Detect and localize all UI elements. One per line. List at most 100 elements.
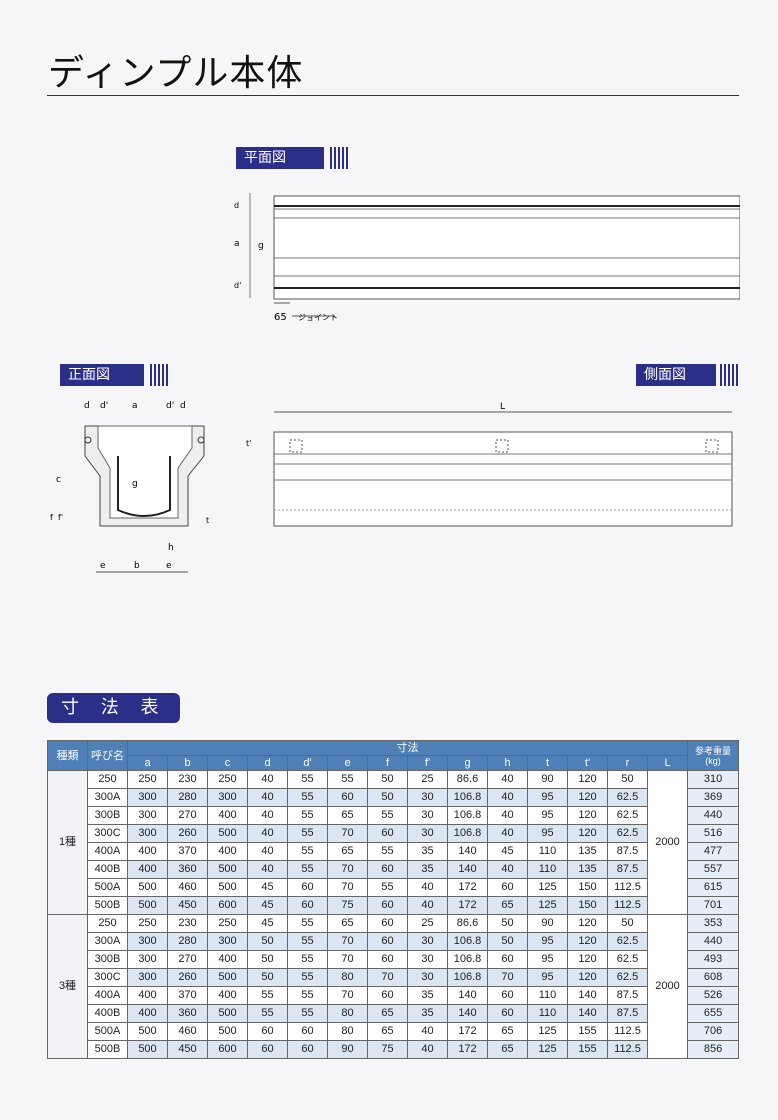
value-cell: 65 (487, 1022, 528, 1041)
value-cell: 80 (327, 968, 368, 987)
value-cell: 300 (127, 932, 168, 951)
value-cell: 55 (247, 986, 288, 1005)
value-cell: 140 (447, 842, 488, 861)
value-cell: 500 (127, 1040, 168, 1059)
value-cell: 55 (287, 806, 328, 825)
value-cell: 80 (327, 1004, 368, 1023)
value-cell: 87.5 (607, 860, 648, 879)
value-cell: 360 (167, 1004, 208, 1023)
value-cell: 120 (567, 824, 608, 843)
weight-cell: 608 (687, 968, 740, 987)
value-cell: 110 (527, 1004, 568, 1023)
value-cell: 106.8 (447, 968, 488, 987)
name-cell: 300B (87, 950, 128, 969)
weight-cell: 615 (687, 878, 740, 897)
name-cell: 300C (87, 824, 128, 843)
value-cell: 140 (447, 860, 488, 879)
value-cell: 300 (127, 788, 168, 807)
value-cell: 86.6 (447, 770, 488, 789)
weight-cell: 516 (687, 824, 740, 843)
dim-header-11: t' (567, 755, 608, 771)
front-c-label: c (56, 475, 61, 485)
value-cell: 106.8 (447, 806, 488, 825)
stripes-decoration (330, 147, 348, 169)
value-cell: 250 (207, 914, 248, 933)
value-cell: 120 (567, 788, 608, 807)
value-cell: 95 (527, 932, 568, 951)
value-cell: 55 (327, 770, 368, 789)
value-cell: 55 (367, 842, 408, 861)
value-cell: 75 (327, 896, 368, 915)
front-view-label: 正面図 (60, 364, 144, 386)
weight-cell: 493 (687, 950, 740, 969)
value-cell: 500 (207, 878, 248, 897)
value-cell: 110 (527, 860, 568, 879)
value-cell: 95 (527, 950, 568, 969)
plan-dprime-label: d' (234, 281, 241, 290)
plan-view-label-box: 平面図 (236, 147, 348, 169)
value-cell: 150 (567, 878, 608, 897)
value-cell: 90 (527, 914, 568, 933)
name-cell: 300A (87, 788, 128, 807)
value-cell: 360 (167, 860, 208, 879)
stripes-decoration (720, 364, 738, 386)
value-cell: 155 (567, 1040, 608, 1059)
value-cell: 500 (207, 860, 248, 879)
value-cell: 120 (567, 950, 608, 969)
value-cell: 270 (167, 806, 208, 825)
value-cell: 35 (407, 842, 448, 861)
value-cell: 135 (567, 860, 608, 879)
value-cell: 40 (407, 1040, 448, 1059)
value-cell: 125 (527, 1040, 568, 1059)
name-cell: 300B (87, 806, 128, 825)
dim-header-0: a (127, 755, 168, 771)
name-cell: 500B (87, 896, 128, 915)
value-cell: 125 (527, 878, 568, 897)
weight-cell: 557 (687, 860, 740, 879)
value-cell: 80 (327, 1022, 368, 1041)
value-cell: 40 (487, 770, 528, 789)
value-cell: 150 (567, 896, 608, 915)
value-cell: 62.5 (607, 806, 648, 825)
value-cell: 112.5 (607, 896, 648, 915)
value-cell: 40 (247, 824, 288, 843)
value-cell: 40 (487, 824, 528, 843)
front-g-label: g (132, 479, 138, 489)
value-cell: 400 (207, 842, 248, 861)
value-cell: 300 (207, 788, 248, 807)
value-cell: 155 (567, 1022, 608, 1041)
name-cell: 250 (87, 914, 128, 933)
front-e-label: e (100, 561, 106, 571)
value-cell: 500 (127, 1022, 168, 1041)
value-cell: 40 (407, 878, 448, 897)
value-cell: 106.8 (447, 950, 488, 969)
weight-cell: 701 (687, 896, 740, 915)
plan-joint-label: ジョイント (298, 313, 338, 322)
value-cell: 40 (247, 806, 288, 825)
value-cell: 62.5 (607, 788, 648, 807)
value-cell: 40 (487, 860, 528, 879)
value-cell: 95 (527, 824, 568, 843)
value-cell: 270 (167, 950, 208, 969)
value-cell: 140 (567, 986, 608, 1005)
value-cell: 62.5 (607, 932, 648, 951)
dim-header-7: f' (407, 755, 448, 771)
value-cell: 65 (327, 914, 368, 933)
weight-cell: 310 (687, 770, 740, 789)
value-cell: 40 (407, 1022, 448, 1041)
value-cell: 500 (127, 878, 168, 897)
front-a-label: a (132, 401, 138, 411)
header-dims: 寸法 (126, 740, 689, 756)
value-cell: 50 (367, 788, 408, 807)
value-cell: 300 (127, 968, 168, 987)
value-cell: 35 (407, 986, 448, 1005)
